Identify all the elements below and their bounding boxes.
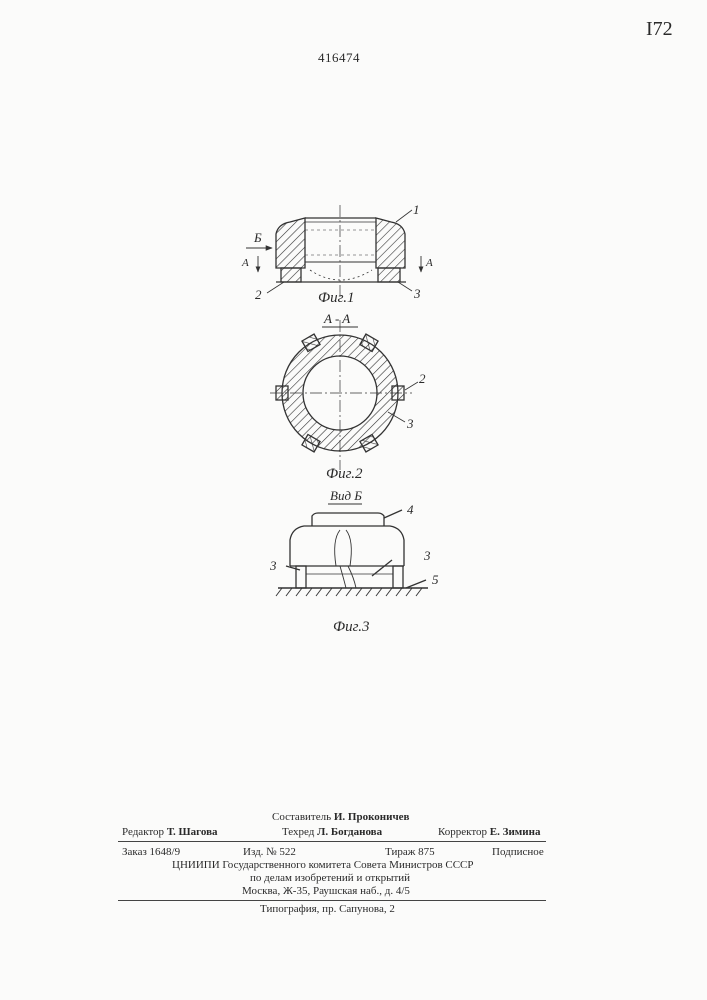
imprint-rule-top — [118, 841, 546, 842]
fig1-section-view — [246, 205, 421, 300]
fig2-ring-section — [270, 320, 418, 470]
circulation: Тираж 875 — [385, 846, 435, 859]
fig2-caption: Фиг.2 — [326, 466, 363, 482]
editor-line: Редактор Т. Шагова — [122, 826, 218, 839]
fig1-caption: Фиг.1 — [318, 290, 354, 306]
imprint-rule-bottom — [118, 900, 546, 901]
organization-line-2: по делам изобретений и открытий — [250, 872, 410, 885]
address: Москва, Ж-35, Раушская наб., д. 4/5 — [242, 885, 410, 898]
fig1-section-left-label: A — [241, 257, 249, 269]
fig3-label-4: 4 — [407, 502, 414, 517]
techred-name: Л. Богданова — [317, 826, 382, 838]
editor-role: Редактор — [122, 826, 164, 838]
fig2-section-title: A - A — [323, 311, 350, 326]
fig3-label-3-right: 3 — [423, 548, 431, 563]
corrector-name: Е. Зимина — [490, 826, 541, 838]
fig2-label-2: 2 — [419, 371, 426, 386]
fig3-caption: Фиг.3 — [333, 619, 369, 635]
editor-name: Т. Шагова — [167, 826, 218, 838]
compiler-line: Составитель И. Проконичев — [272, 811, 409, 824]
fig3-side-view — [276, 510, 428, 596]
fig3-view-title: Вид Б — [330, 488, 362, 503]
fig1-label-3: 3 — [413, 286, 421, 301]
organization-line-1: ЦНИИПИ Государственного комитета Совета … — [172, 859, 474, 872]
fig1-label-1: 1 — [413, 202, 420, 217]
compiler-name: И. Проконичев — [334, 811, 410, 823]
corrector-line: Корректор Е. Зимина — [438, 826, 540, 839]
subscription: Подписное — [492, 846, 544, 859]
corrector-role: Корректор — [438, 826, 487, 838]
printer: Типография, пр. Сапунова, 2 — [260, 903, 395, 916]
fig3-label-5: 5 — [432, 572, 439, 587]
fig2-label-3: 3 — [406, 416, 414, 431]
techred-role: Техред — [282, 826, 314, 838]
fig1-label-2: 2 — [255, 287, 262, 302]
fig1-view-b-label: Б — [253, 230, 262, 245]
fig1-section-right-label: A — [425, 257, 433, 269]
compiler-role: Составитель — [272, 811, 331, 823]
order-number: Заказ 1648/9 — [122, 846, 180, 859]
technical-drawing: 1 2 3 Б A A Фиг.1 A - A — [0, 0, 707, 660]
edition-number: Изд. № 522 — [243, 846, 296, 859]
fig3-label-3-left: 3 — [269, 558, 277, 573]
techred-line: Техред Л. Богданова — [282, 826, 382, 839]
